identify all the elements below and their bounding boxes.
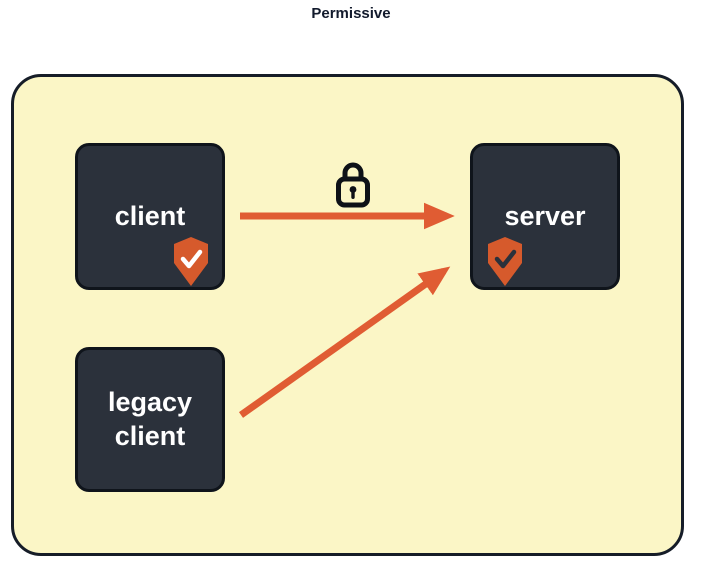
node-legacy-client: legacy client: [75, 347, 225, 492]
diagram-title: Permissive: [311, 5, 391, 22]
node-server-label: server: [504, 200, 586, 231]
lock-icon: [336, 162, 370, 208]
verified-shield-icon: [488, 237, 522, 286]
node-client-label: client: [114, 200, 186, 231]
verified-shield-icon: [174, 237, 208, 286]
node-legacy-client-label: legacy client: [107, 386, 193, 451]
